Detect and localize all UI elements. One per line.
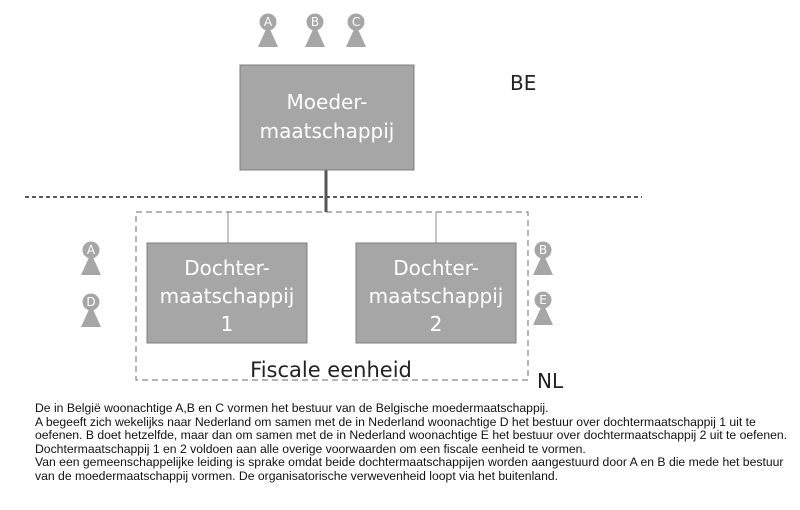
person-letter: B — [539, 243, 547, 257]
subsidiary-2-label-line-1: Dochter- — [393, 256, 479, 280]
person-letter: C — [352, 15, 360, 29]
subsidiary-2-label-line-3: 2 — [430, 312, 443, 336]
country-label-nl: NL — [537, 369, 564, 393]
person-icon-right-b: B — [533, 241, 553, 275]
person-letter: B — [311, 15, 319, 29]
caption-paragraph-3: Dochtermaatschappij 1 en 2 voldoen aan a… — [35, 441, 586, 456]
caption-paragraph-4: Van een gemeenschappelijke leiding is sp… — [35, 455, 784, 483]
person-letter: D — [86, 295, 95, 309]
person-icon-right-e: E — [533, 291, 553, 325]
person-letter: A — [87, 243, 96, 257]
caption-paragraph-1: De in België woonachtige A,B en C vormen… — [35, 401, 549, 415]
person-letter: A — [264, 15, 273, 29]
parent-company-label-line-2: maatschappij — [260, 119, 395, 143]
caption-paragraph-2: A begeeft zich wekelijks naar Nederland … — [35, 414, 788, 443]
company-structure-diagram: Moeder- maatschappij Dochter- maatschapp… — [25, 13, 642, 393]
country-label-be: BE — [510, 71, 536, 95]
subsidiary-1-box: Dochter- maatschappij 1 — [146, 242, 308, 344]
diagram-caption: De in België woonachtige A,B en C vormen… — [35, 401, 793, 484]
subsidiary-1-label-line-1: Dochter- — [184, 256, 270, 280]
person-icon-left-d: D — [81, 293, 101, 327]
subsidiary-2-label-line-2: maatschappij — [369, 284, 504, 308]
person-icon-top-a: A — [258, 13, 278, 47]
person-icon-top-c: C — [346, 13, 366, 47]
fiscal-unit-label: Fiscale eenheid — [250, 358, 412, 382]
person-icon-left-a: A — [81, 241, 101, 275]
person-icon-top-b: B — [305, 13, 325, 47]
subsidiary-1-label-line-3: 1 — [221, 312, 234, 336]
subsidiary-2-box: Dochter- maatschappij 2 — [355, 242, 517, 344]
parent-company-box: Moeder- maatschappij — [239, 64, 415, 171]
person-letter: E — [539, 293, 547, 307]
subsidiary-1-label-line-2: maatschappij — [160, 284, 295, 308]
fiscal-unit-frame — [135, 211, 529, 381]
parent-company-label-line-1: Moeder- — [287, 90, 368, 114]
